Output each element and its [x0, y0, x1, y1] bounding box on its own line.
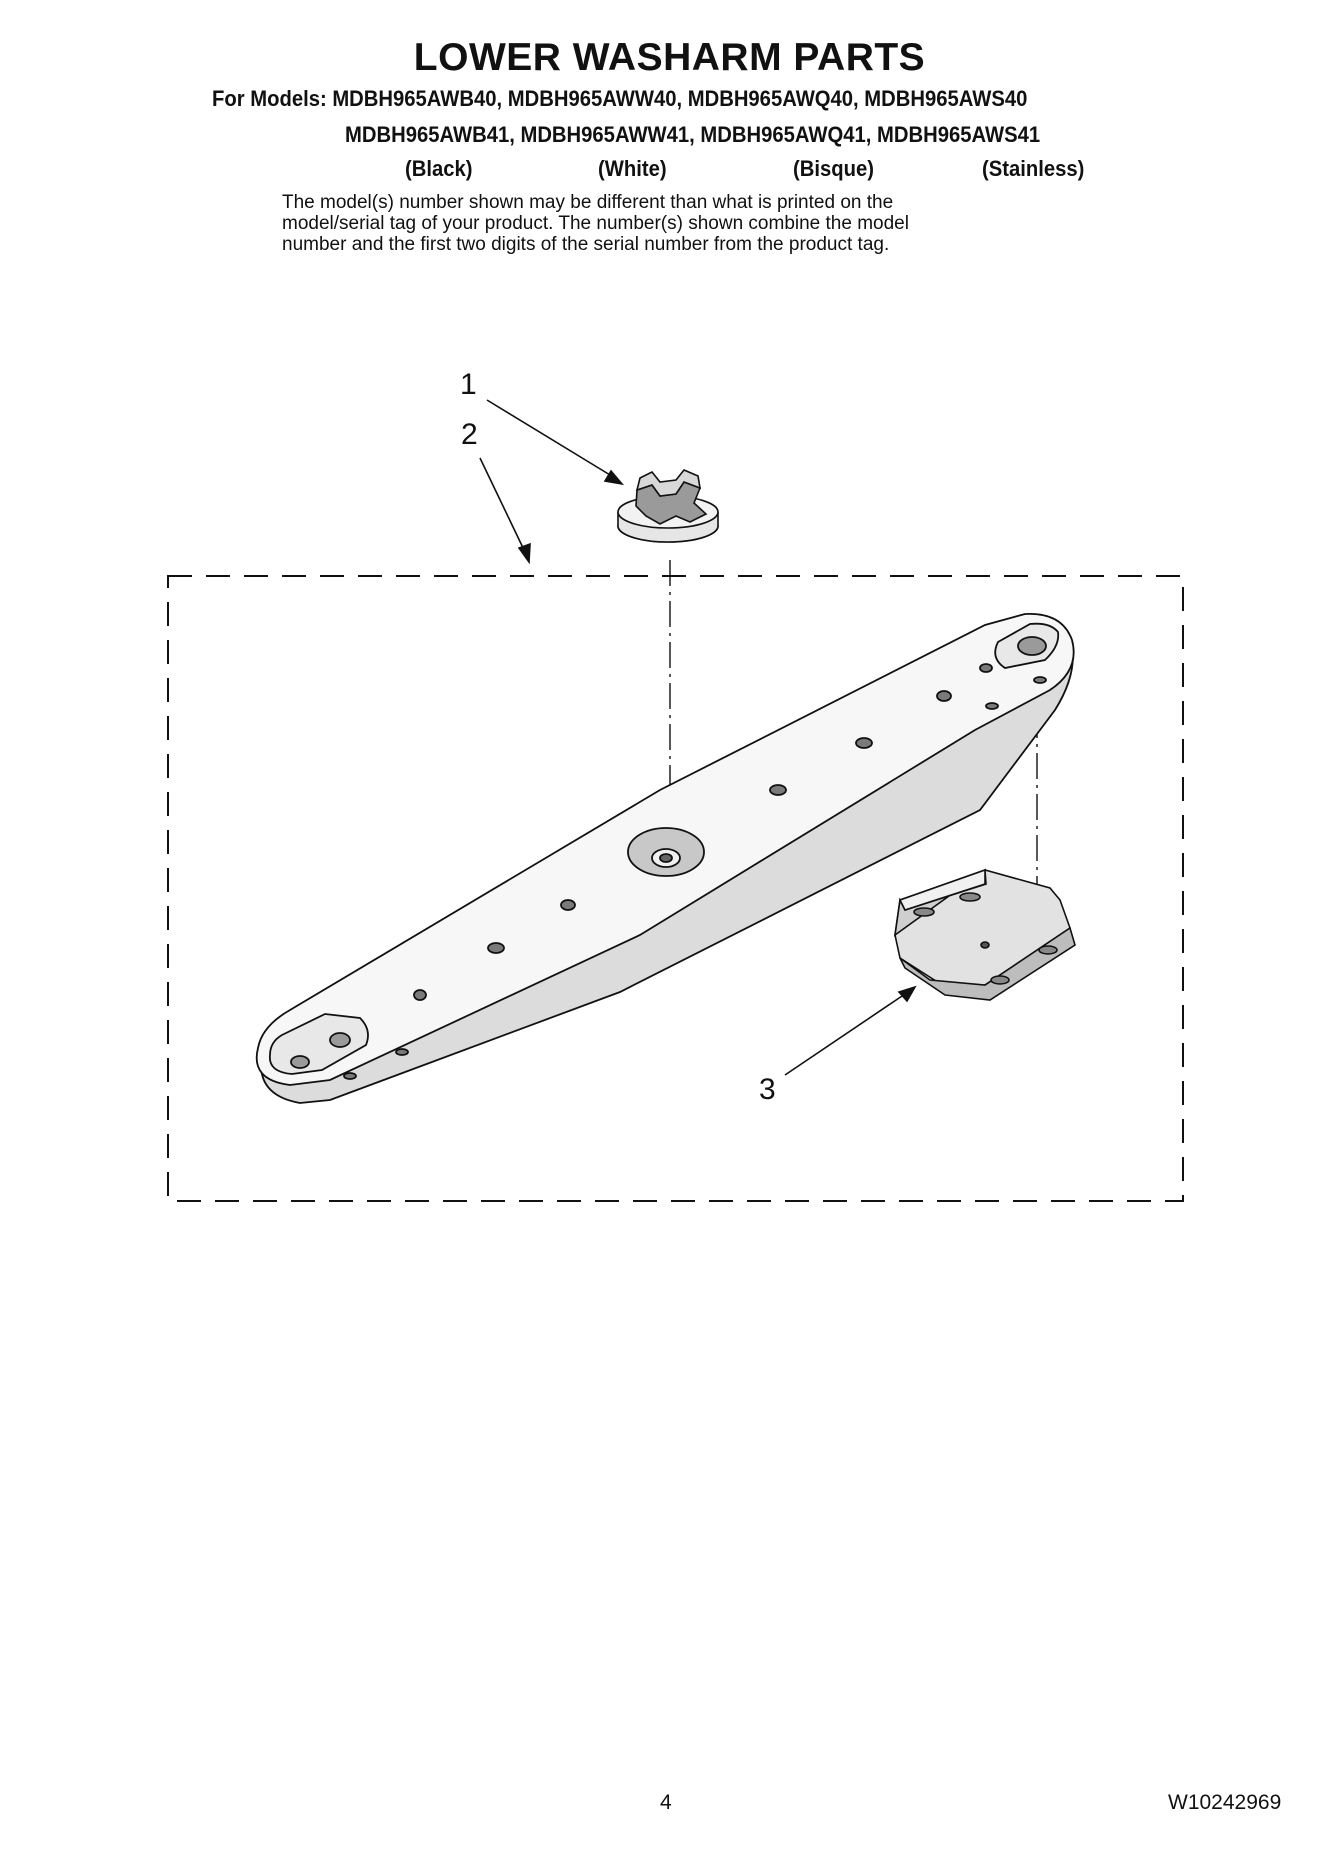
- leader-arrow-3: [784, 991, 909, 1076]
- washarm-baffle-part: [893, 868, 1076, 1001]
- arrowhead-3: [897, 985, 917, 1003]
- note-line: model/serial tag of your product. The nu…: [282, 213, 909, 234]
- leader-arrow-2: [479, 457, 526, 553]
- models-line-1: For Models: MDBH965AWB40, MDBH965AWW40, …: [212, 86, 1028, 111]
- hub-nut-part: [617, 469, 719, 543]
- color-label-stainless: (Stainless): [982, 156, 1085, 181]
- document-number: W10242969: [1168, 1791, 1282, 1814]
- leader-arrows: [479, 399, 917, 1076]
- callout-2: 2: [461, 418, 478, 451]
- model-number-note: The model(s) number shown may be differe…: [282, 192, 1102, 255]
- callout-3: 3: [759, 1073, 776, 1106]
- assembly-boundary: [167, 575, 1184, 1202]
- leader-arrow-1: [486, 399, 616, 479]
- page-title: LOWER WASHARM PARTS: [413, 36, 926, 79]
- page-number: 4: [660, 1791, 672, 1814]
- arrowhead-2: [517, 542, 531, 565]
- color-label-bisque: (Bisque): [793, 156, 874, 181]
- note-line: The model(s) number shown may be differe…: [282, 192, 894, 213]
- color-label-white: (White): [598, 156, 667, 181]
- arrowhead-1: [603, 469, 625, 486]
- callout-1: 1: [460, 368, 477, 401]
- color-label-black: (Black): [405, 156, 473, 181]
- models-line-2: MDBH965AWB41, MDBH965AWW41, MDBH965AWQ41…: [345, 122, 1041, 147]
- note-line: number and the first two digits of the s…: [282, 234, 890, 255]
- lower-washarm-part: [255, 613, 1075, 1104]
